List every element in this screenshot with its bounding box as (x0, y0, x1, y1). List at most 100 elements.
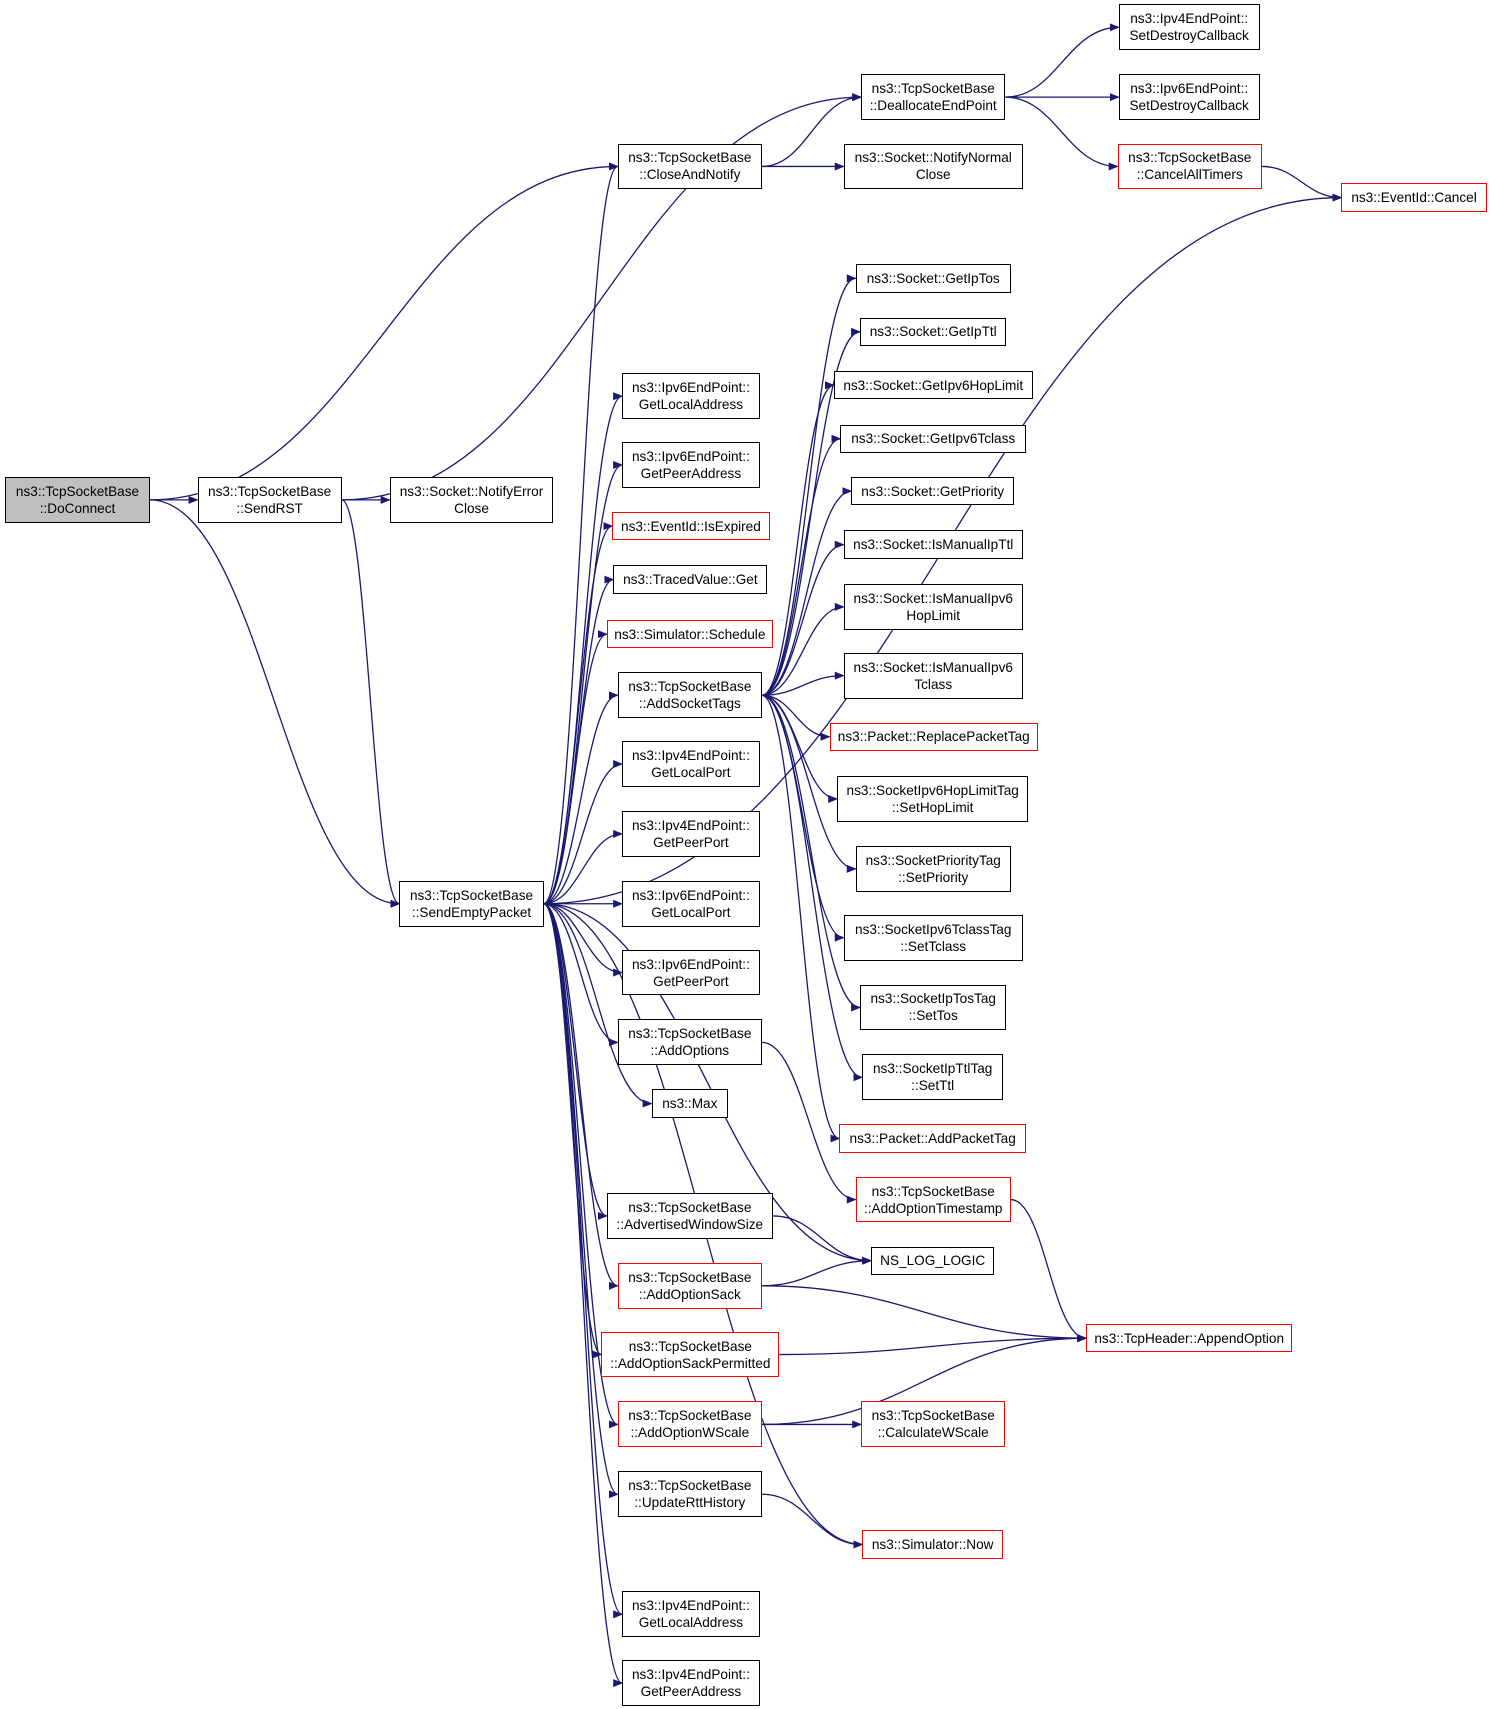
node-setpriority[interactable]: ns3::SocketPriorityTag::SetPriority (855, 845, 1011, 892)
call-edge-addsockettags-to-setttl (761, 694, 864, 1082)
node-label-line: GetPeerPort (653, 973, 729, 989)
node-label-line: ns3::Max (662, 1096, 718, 1111)
call-edge-sendemptypacket-to-ipv4getlocaladdress (543, 903, 624, 1619)
node-addoptionsack[interactable]: ns3::TcpSocketBase::AddOptionSack (617, 1262, 762, 1309)
node-addpackettag[interactable]: ns3::Packet::AddPacketTag (839, 1124, 1026, 1153)
call-edge-sendrst-to-deallocateendpoint (341, 93, 863, 501)
node-closeandnotify[interactable]: ns3::TcpSocketBase::CloseAndNotify (617, 144, 762, 189)
node-tracedget[interactable]: ns3::TracedValue::Get (613, 565, 768, 594)
call-edge-deallocateendpoint-to-ipv4setdestroy (1005, 23, 1120, 98)
node-sendrst[interactable]: ns3::TcpSocketBase::SendRST (197, 476, 342, 523)
node-getipv6hoplimit[interactable]: ns3::Socket::GetIpv6HopLimit (833, 371, 1033, 400)
node-label-line: ::CalculateWScale (877, 1425, 989, 1441)
node-label-line: ns3::SocketPriorityTag (865, 852, 1001, 868)
call-edge-cancelalltimers-to-eventcancel (1261, 165, 1343, 202)
node-ipv6setdestroy[interactable]: ns3::Ipv6EndPoint::SetDestroyCallback (1118, 74, 1260, 121)
node-eventcancel[interactable]: ns3::EventId::Cancel (1341, 183, 1487, 212)
node-label-line: ns3::SocketIpv6TclassTag (855, 921, 1012, 937)
node-isexpired[interactable]: ns3::EventId::IsExpired (612, 511, 770, 541)
node-label-line: ns3::Socket::GetIpTtl (869, 324, 997, 340)
node-label-line: ns3::TcpSocketBase (208, 483, 332, 499)
node-updatertthistory[interactable]: ns3::TcpSocketBase::UpdateRttHistory (617, 1471, 762, 1518)
node-label-line: ns3::TcpSocketBase (15, 483, 140, 499)
node-ipv4getpeeraddress[interactable]: ns3::Ipv4EndPoint::GetPeerAddress (622, 1660, 760, 1706)
call-edge-doconnect-to-sendemptypacket (149, 499, 401, 908)
call-edge-sendemptypacket-to-addoptionsack (543, 903, 619, 1290)
node-ipv4getlocalport[interactable]: ns3::Ipv4EndPoint::GetLocalPort (622, 741, 760, 787)
node-getpriority[interactable]: ns3::Socket::GetPriority (851, 476, 1014, 506)
node-simulatornow[interactable]: ns3::Simulator::Now (862, 1530, 1004, 1559)
node-addoptions[interactable]: ns3::TcpSocketBase::AddOptions (617, 1019, 762, 1066)
node-label-line: GetPeerAddress (640, 1684, 742, 1700)
node-nslogic[interactable]: NS_LOG_LOGIC (871, 1246, 995, 1275)
node-deallocateendpoint[interactable]: ns3::TcpSocketBase::DeallocateEndPoint (861, 74, 1006, 121)
node-label-line: ns3::TcpSocketBase (628, 1269, 752, 1285)
node-setttl[interactable]: ns3::SocketIpTtlTag::SetTtl (862, 1054, 1004, 1101)
node-cancelalltimers[interactable]: ns3::TcpSocketBase::CancelAllTimers (1117, 144, 1262, 189)
node-addsockettags[interactable]: ns3::TcpSocketBase::AddSocketTags (617, 672, 762, 719)
call-edge-deallocateendpoint-to-cancelalltimers (1005, 96, 1119, 171)
node-label-line: GetLocalPort (651, 765, 731, 781)
call-edge-addsockettags-to-settos (761, 694, 862, 1012)
node-calculatewscale[interactable]: ns3::TcpSocketBase::CalculateWScale (861, 1401, 1006, 1448)
node-ipv4setdestroy[interactable]: ns3::Ipv4EndPoint::SetDestroyCallback (1118, 4, 1260, 51)
node-advertisedwindowsize[interactable]: ns3::TcpSocketBase::AdvertisedWindowSize (606, 1193, 773, 1239)
call-edge-sendemptypacket-to-ipv4getpeerport (543, 829, 624, 905)
node-addoptiontimestamp[interactable]: ns3::TcpSocketBase::AddOptionTimestamp (855, 1176, 1011, 1223)
node-sendemptypacket[interactable]: ns3::TcpSocketBase::SendEmptyPacket (399, 880, 544, 927)
node-ipv4getpeerport[interactable]: ns3::Ipv4EndPoint::GetPeerPort (622, 810, 760, 857)
call-edge-addsockettags-to-getipv6hoplimit (761, 381, 835, 696)
node-label-line: ns3::Packet::AddPacketTag (849, 1130, 1016, 1146)
node-settclass[interactable]: ns3::SocketIpv6TclassTag::SetTclass (843, 914, 1023, 961)
node-label-line: ns3::Ipv6EndPoint:: (631, 887, 750, 903)
node-replacepackettag[interactable]: ns3::Packet::ReplacePacketTag (829, 722, 1038, 751)
node-getiptos[interactable]: ns3::Socket::GetIpTos (855, 264, 1011, 293)
node-label-line: GetPeerPort (653, 834, 729, 850)
node-ismanualipttl[interactable]: ns3::Socket::IsManualIpTtl (843, 530, 1023, 559)
node-addoptionwscale[interactable]: ns3::TcpSocketBase::AddOptionWScale (617, 1401, 762, 1448)
node-label-line: Tclass (914, 676, 953, 692)
node-label-line: ::SendRST (236, 500, 303, 516)
node-label-line: ns3::Socket::IsManualIpTtl (853, 537, 1014, 553)
node-label-line: ns3::Ipv4EndPoint:: (631, 748, 750, 764)
node-label-line: ns3::TcpSocketBase (628, 1478, 752, 1494)
node-label-line: ::CloseAndNotify (639, 167, 741, 183)
call-edge-addsockettags-to-ismanualipv6tclass (761, 671, 845, 696)
node-sethoplimit[interactable]: ns3::SocketIpv6HopLimitTag::SetHopLimit (837, 776, 1029, 822)
node-ipv6getlocaladdress[interactable]: ns3::Ipv6EndPoint::GetLocalAddress (622, 373, 760, 420)
call-edge-sendrst-to-sendemptypacket (341, 499, 401, 908)
call-edge-sendemptypacket-to-ipv4getlocalport (543, 760, 624, 905)
node-label-line: ::AdvertisedWindowSize (616, 1216, 764, 1232)
node-label-line: ::SetTtl (911, 1078, 955, 1094)
node-label-line: ns3::TcpSocketBase (871, 1408, 995, 1424)
node-getipttl[interactable]: ns3::Socket::GetIpTtl (860, 317, 1007, 346)
node-label-line: ns3::Ipv4EndPoint:: (631, 817, 750, 833)
node-appendoption[interactable]: ns3::TcpHeader::AppendOption (1086, 1323, 1293, 1353)
node-label-line: ns3::Ipv4EndPoint:: (631, 1598, 750, 1614)
node-label-line: ns3::Socket::IsManualIpv6 (853, 590, 1013, 606)
node-schedule[interactable]: ns3::Simulator::Schedule (606, 619, 773, 649)
node-ipv6getpeerport[interactable]: ns3::Ipv6EndPoint::GetPeerPort (622, 949, 760, 996)
node-ipv6getpeeraddress[interactable]: ns3::Ipv6EndPoint::GetPeerAddress (622, 442, 760, 488)
node-max[interactable]: ns3::Max (651, 1089, 729, 1118)
call-edge-updatertthistory-to-simulatornow (761, 1493, 864, 1549)
call-edge-addsockettags-to-getipv6tclass (761, 434, 842, 696)
node-label-line: ::DoConnect (39, 500, 116, 516)
node-doconnect[interactable]: ns3::TcpSocketBase::DoConnect (5, 476, 150, 523)
node-addoptionsackpermitted[interactable]: ns3::TcpSocketBase::AddOptionSackPermitt… (601, 1331, 780, 1378)
node-label-line: Close (915, 167, 951, 183)
call-edge-doconnect-to-closeandnotify (149, 162, 619, 501)
node-label-line: ::UpdateRttHistory (634, 1495, 746, 1511)
node-label-line: ns3::TcpSocketBase (871, 1183, 995, 1199)
node-getipv6tclass[interactable]: ns3::Socket::GetIpv6Tclass (840, 424, 1026, 453)
node-label-line: ns3::Packet::ReplacePacketTag (837, 729, 1030, 745)
node-label-line: ::SetTclass (900, 938, 967, 954)
node-label-line: ns3::Socket::NotifyError (399, 483, 544, 499)
node-ipv4getlocaladdress[interactable]: ns3::Ipv4EndPoint::GetLocalAddress (622, 1591, 760, 1638)
node-ipv6getlocalport[interactable]: ns3::Ipv6EndPoint::GetLocalPort (622, 880, 760, 927)
node-settos[interactable]: ns3::SocketIpTosTag::SetTos (860, 984, 1007, 1031)
